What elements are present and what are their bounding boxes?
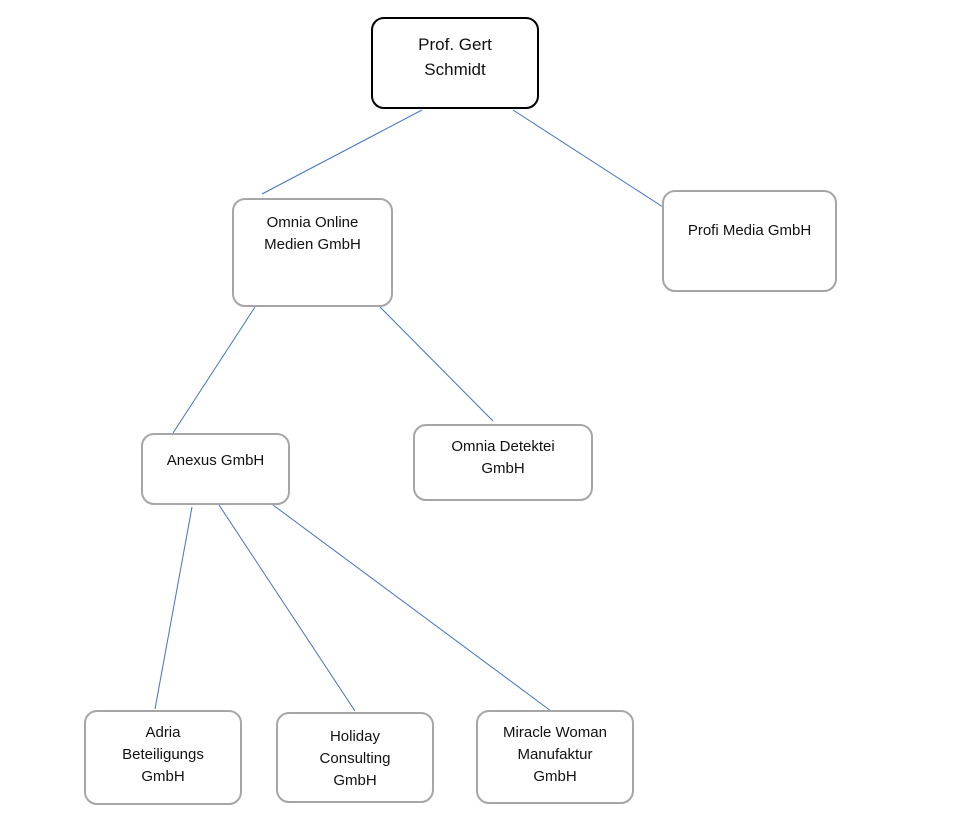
node-label: Omnia Detektei GmbH [451, 438, 555, 477]
connector-root-omnia-online [261, 109, 423, 195]
node-label: Holiday Consulting GmbH [319, 728, 391, 789]
node-profi-media: Profi Media GmbH [662, 190, 837, 292]
node-omnia-online-medien: Omnia Online Medien GmbH [232, 198, 393, 307]
node-label: Anexus GmbH [166, 452, 265, 469]
connector-omnia-online-anexus [172, 306, 256, 434]
node-label: Omnia Online Medien GmbH [264, 214, 361, 253]
node-label: Miracle Woman Manufaktur GmbH [503, 724, 607, 785]
node-adria-beteiligungs: Adria Beteiligungs GmbH [84, 710, 242, 805]
connector-root-profi-media [512, 109, 664, 208]
node-label: Profi Media GmbH [687, 222, 812, 239]
node-label: Adria Beteiligungs GmbH [122, 724, 204, 785]
connector-anexus-adria [154, 506, 193, 710]
node-miracle-woman-manufaktur: Miracle Woman Manufaktur GmbH [476, 710, 634, 804]
connector-anexus-miracle [272, 504, 552, 712]
connector-anexus-holiday [218, 504, 356, 712]
node-label: Prof. Gert Schmidt [418, 35, 492, 79]
node-holiday-consulting: Holiday Consulting GmbH [276, 712, 434, 803]
node-omnia-detektei: Omnia Detektei GmbH [413, 424, 593, 501]
node-prof-gert-schmidt: Prof. Gert Schmidt [371, 17, 539, 109]
node-anexus: Anexus GmbH [141, 433, 290, 505]
connector-omnia-online-omnia-detektei [379, 306, 494, 422]
